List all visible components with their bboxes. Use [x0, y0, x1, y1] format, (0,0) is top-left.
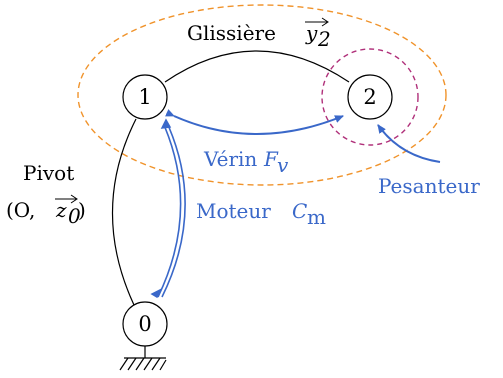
verin-label: Vérin F v: [203, 147, 289, 177]
glissiere-vector-symbol: y: [305, 21, 318, 45]
verin-text: Vérin: [203, 147, 257, 171]
node-2-label: 2: [363, 85, 376, 109]
pivot-text: Pivot: [23, 161, 74, 185]
glissiere-label: Glissière y 2: [187, 17, 331, 51]
moteur-label: Moteur C m: [196, 199, 326, 229]
glissiere-vector-subscript: 2: [317, 27, 331, 51]
node-2: 2: [347, 74, 393, 120]
verin-arrow: [165, 109, 344, 135]
pivot-open: (O,: [6, 198, 35, 222]
node-0-label: 0: [138, 312, 151, 336]
node-1-label: 1: [138, 85, 151, 109]
glissiere-text: Glissière: [187, 21, 276, 45]
ground-symbol: [119, 346, 167, 371]
link-1-2: [164, 50, 350, 83]
pivot-label: Pivot (O, z 0 ): [6, 161, 86, 228]
node-2-isolation-circle: [321, 48, 419, 146]
pivot-vector-subscript: 0: [68, 204, 81, 228]
pesanteur-arrow: [377, 124, 441, 163]
moteur-symbol: C: [292, 199, 307, 223]
link-0-1: [111, 118, 137, 306]
pesanteur-label: Pesanteur: [378, 174, 480, 198]
node-0: 0: [122, 301, 168, 347]
pivot-close: ): [78, 198, 86, 222]
pivot-vector-symbol: z: [55, 198, 67, 222]
glissiere-ellipse: [77, 4, 447, 186]
moteur-subscript: m: [307, 205, 326, 229]
verin-symbol: F: [263, 147, 279, 171]
moteur-arrow: [150, 118, 186, 299]
verin-subscript: v: [277, 153, 289, 177]
moteur-text: Moteur: [196, 199, 271, 223]
node-1: 1: [122, 74, 168, 120]
